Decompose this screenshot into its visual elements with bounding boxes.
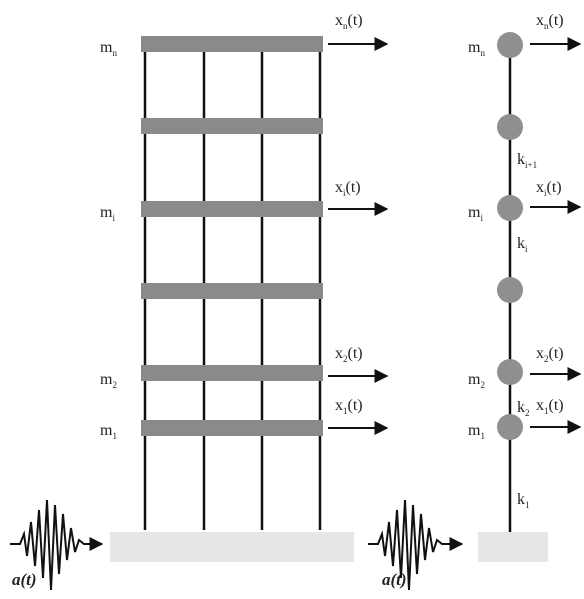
mass-node: [497, 277, 523, 303]
displacement-label-2: x2(t): [335, 345, 363, 365]
stick-model: [368, 32, 582, 591]
stick-displacement-label-i: xi(t): [536, 179, 562, 199]
floor-slab-i: [141, 201, 323, 217]
stick-excitation-wave: [368, 499, 450, 591]
floor-slab: [141, 283, 323, 299]
stiffness-label-i-plus-1: ki+1: [517, 151, 538, 171]
floor-label-i: mi: [100, 204, 115, 224]
stick-displacement-label-n: xn(t): [536, 12, 564, 32]
floor-label-n: mn: [100, 39, 117, 59]
stick-excitation-label: a(t): [382, 570, 407, 589]
stiffness-label-2: k2: [517, 399, 530, 419]
excitation-label: a(t): [12, 570, 37, 589]
mass-node: [497, 114, 523, 140]
stick-displacement-label-1: x1(t): [536, 397, 564, 417]
frame-ground: [110, 532, 354, 562]
frame-model: [10, 36, 389, 591]
mass-label-1: m1: [468, 422, 485, 442]
mass-label-i: mi: [468, 204, 483, 224]
stick-ground: [478, 532, 548, 562]
mass-node-i: [497, 195, 523, 221]
mass-node-1: [497, 414, 523, 440]
mass-label-2: m2: [468, 371, 485, 391]
mass-label-n: mn: [468, 39, 485, 59]
floor-slab-n: [141, 36, 323, 52]
floor-label-2: m2: [100, 371, 117, 391]
mass-node-n: [497, 32, 523, 58]
displacement-label-n: xn(t): [335, 12, 363, 32]
floor-slab-1: [141, 420, 323, 436]
ground-excitation-wave: [10, 499, 92, 591]
floor-slab-2: [141, 365, 323, 381]
stiffness-label-1: k1: [517, 491, 530, 511]
displacement-label-i: xi(t): [335, 179, 361, 199]
floor-slab: [141, 118, 323, 134]
stiffness-label-i: ki: [517, 235, 528, 255]
mass-node-2: [497, 359, 523, 385]
stick-displacement-label-2: x2(t): [536, 345, 564, 365]
displacement-label-1: x1(t): [335, 397, 363, 417]
floor-label-1: m1: [100, 422, 117, 442]
